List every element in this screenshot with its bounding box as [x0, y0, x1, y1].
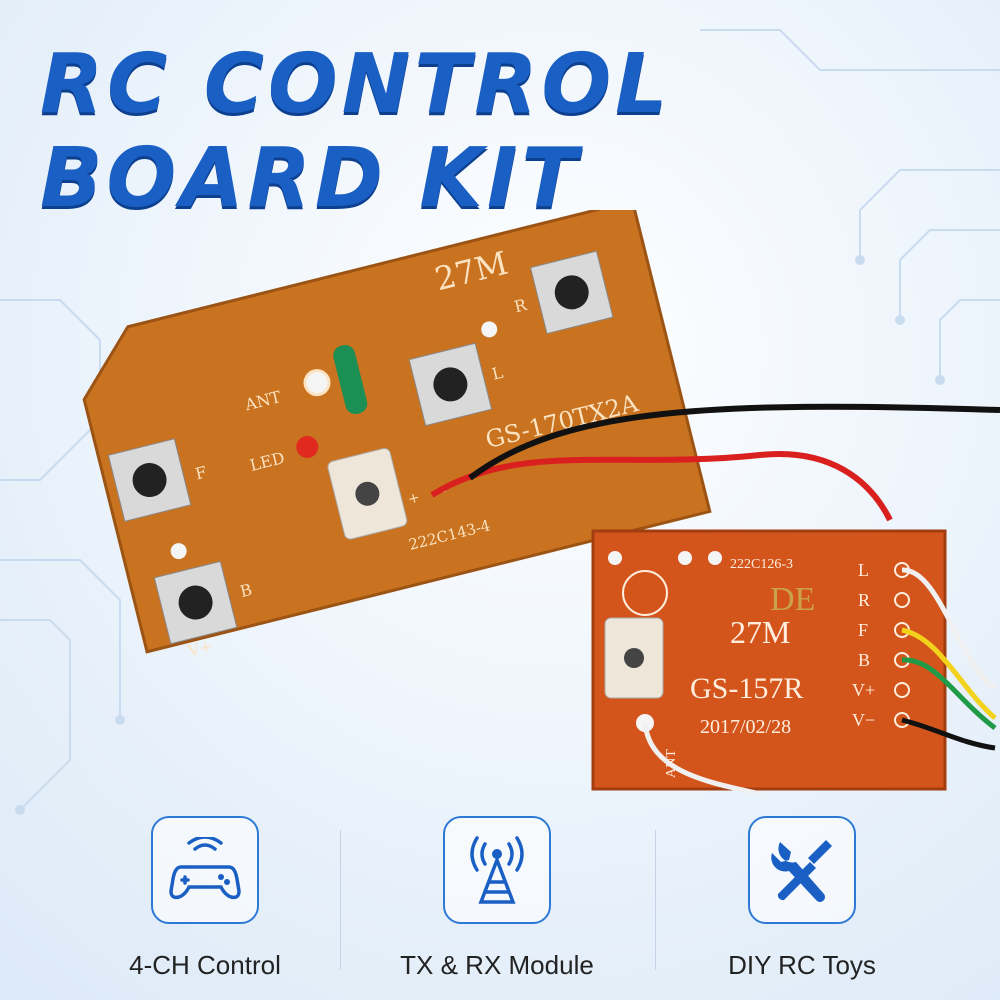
feature-strip: 4-CH Control TX & RX Module DIY RC Toys: [0, 800, 1000, 1000]
feature-label: TX & RX Module: [400, 950, 594, 980]
rx-pin-label: V−: [852, 710, 875, 730]
rx-pin-label: R: [858, 590, 870, 610]
wrench-screwdriver-icon: [748, 816, 856, 924]
rx-model-label: GS-157R: [690, 672, 803, 705]
divider: [340, 830, 341, 970]
tx-f-label: F: [193, 462, 208, 483]
rx-pin-label: B: [858, 650, 870, 670]
rx-code-label: 222C126-3: [730, 557, 793, 572]
rx-date-label: 2017/02/28: [700, 716, 791, 738]
rx-freq-label: 27M: [730, 614, 790, 650]
tx-button-left[interactable]: [408, 342, 493, 427]
antenna-tower-icon: [443, 816, 551, 924]
tx-b-label: B: [238, 580, 254, 601]
tx-button-right[interactable]: [529, 250, 614, 335]
tx-hole: [481, 321, 498, 338]
led-light: [296, 435, 319, 458]
title-line-1: RC CONTROL: [40, 37, 672, 132]
rx-mark: DE: [770, 581, 815, 618]
feature-4ch-control: 4-CH Control: [75, 816, 335, 981]
tx-r-label: R: [512, 295, 529, 317]
tx-ant-pad: [303, 369, 331, 397]
tx-button-forward[interactable]: [107, 438, 192, 522]
title-line-2: BOARD KIT: [40, 131, 582, 226]
tx-l-label: L: [490, 363, 505, 384]
tx-button-back[interactable]: [153, 560, 238, 645]
divider: [655, 830, 656, 970]
receiver-board: 222C126-3 DE 27M GS-157R 2017/02/28 ANT …: [591, 529, 997, 793]
gamepad-wireless-icon: [151, 816, 259, 924]
transmitter-board: 27M GS-170TX2A 222C143-4 ANT LED F B L R…: [82, 210, 712, 661]
rx-pin-label: V+: [852, 680, 875, 700]
rx-wires: [642, 567, 997, 793]
rx-pin-label: F: [858, 620, 868, 640]
feature-tx-rx-module: TX & RX Module: [367, 816, 627, 981]
page-title: RC CONTROL BOARD KIT: [40, 38, 671, 226]
feature-label: DIY RC Toys: [728, 950, 876, 980]
rx-pin-label: L: [858, 560, 869, 580]
feature-diy-rc-toys: DIY RC Toys: [672, 816, 932, 981]
tx-hole: [170, 543, 187, 560]
tx-plus-label: +: [406, 489, 421, 507]
feature-label: 4-CH Control: [129, 950, 281, 980]
inductor-coil: [333, 345, 368, 415]
